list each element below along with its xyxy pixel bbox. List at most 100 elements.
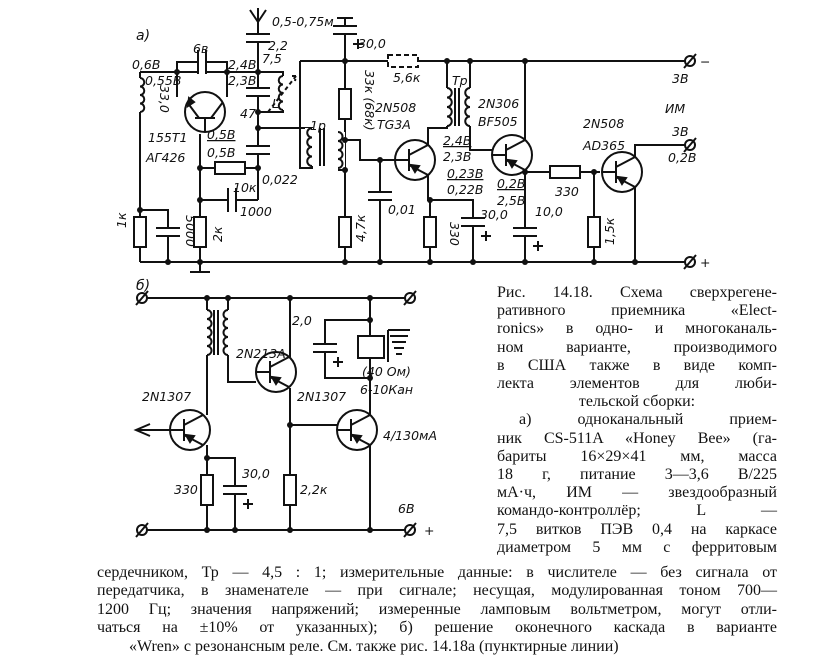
cap-001: 0,01 (388, 202, 416, 217)
antenna-icon (249, 8, 267, 24)
caption-line: передатчика, в знаменателе — при сигнале… (97, 582, 777, 600)
junction-dot (342, 58, 348, 64)
relay-channels: 6-10Кан (360, 382, 413, 397)
t5-name: 2N1307 (142, 389, 191, 404)
capacitor (367, 191, 393, 201)
v-out-1: 3В (672, 124, 689, 139)
junction-dot (377, 259, 383, 265)
junction-dot (591, 259, 597, 265)
junction-dot (255, 165, 261, 171)
emitter-arrow (506, 158, 518, 169)
t3-v-2: 2,5В (497, 193, 525, 208)
junction-dot (174, 69, 180, 75)
t3-name-1: 2N306 (478, 96, 519, 111)
terminal-minus-label: − (700, 54, 710, 69)
junction-dot (342, 259, 348, 265)
v-base-1: 0,5В (207, 127, 235, 142)
transistor-leads (170, 414, 204, 446)
osc-transistor-1: 155Т1 (148, 130, 187, 145)
junction-dot (255, 69, 261, 75)
junction-dot (165, 259, 171, 265)
terminal-slash (403, 522, 417, 538)
cap-1000: 1000 (240, 204, 272, 219)
cap-0022: 0,022 (262, 172, 298, 187)
v-supply-top: 3В (672, 71, 689, 86)
load-label: ИМ (665, 101, 685, 116)
capacitor (460, 217, 491, 241)
emitter-arrow (351, 433, 363, 444)
v-emitter-1: 0,6В (132, 57, 160, 72)
capacitor (312, 343, 343, 367)
terminal (403, 290, 417, 306)
t7-current: 4/130мА (383, 428, 437, 443)
tuning-arrow (267, 75, 298, 113)
emitter-arrow (616, 175, 628, 186)
capacitor-gap (198, 49, 206, 75)
transistor-leads (395, 144, 429, 176)
cap-supply: 30,0 (358, 36, 386, 51)
resistor (193, 216, 207, 248)
wire (289, 298, 337, 530)
transformer-tp: Тр (452, 73, 468, 88)
junction-dot (367, 527, 373, 533)
caption-line: бариты 16×29×41 мм, масса (497, 447, 777, 465)
res-330-b: 330 (555, 184, 579, 199)
wire (524, 61, 600, 262)
junction-dot (197, 259, 203, 265)
junction-dot (467, 58, 473, 64)
resistor (283, 474, 297, 506)
inductor-coil (222, 309, 229, 356)
transistor-symbol (601, 151, 643, 193)
t2-v-em-2: 0,22В (447, 182, 483, 197)
wire (634, 144, 690, 262)
cap-antenna-2: 7,5 (262, 51, 282, 66)
v-base-2: 0,5В (207, 145, 235, 160)
cap-5000: 5000 (183, 215, 198, 247)
caption-line: Рис. 14.18. Схема сверхрегене- (497, 284, 777, 301)
res-15k: 1,5к (602, 217, 617, 245)
emitter-arrow (409, 163, 421, 174)
terminal-slash (135, 290, 149, 306)
res-dashed: 5,6к (393, 70, 421, 85)
label-a: а) (136, 28, 150, 44)
junction-dot (632, 259, 638, 265)
transformer-core (454, 88, 460, 126)
t2-name-2: TG3A (377, 117, 411, 132)
junction-dot (444, 58, 450, 64)
capacitor-gap (512, 228, 538, 236)
t2-v-em-1: 0,23В (447, 166, 483, 181)
capacitor-gap (222, 486, 248, 494)
plus-sign (533, 241, 543, 251)
res-10k: 10к (233, 180, 257, 195)
t2-v-coll-2: 2,3В (443, 149, 471, 164)
terminal (683, 254, 697, 270)
caption-line: 18 г, питание 3—3,6 В/225 (497, 466, 777, 484)
capacitor-gap (245, 146, 271, 154)
resistor (423, 216, 437, 248)
terminal-plus-label: + (700, 255, 710, 270)
label-b: б) (136, 278, 150, 294)
caption-line: мА·ч, ИМ — звездообразный (497, 484, 777, 502)
t7-name: 2N1307 (297, 389, 346, 404)
capacitor-gap (245, 34, 271, 42)
transistor-leads (492, 139, 526, 171)
t3-v-1: 0,2В (497, 176, 525, 191)
capacitor-gap (228, 187, 236, 213)
junction-dot (224, 69, 230, 75)
capacitor (245, 145, 271, 155)
junction-dot (255, 125, 261, 131)
caption-line: ник CS-511A «Honey Bee» (га- (497, 429, 777, 447)
junction-dot (287, 295, 293, 301)
transformer-core (213, 310, 219, 355)
terminal (403, 522, 417, 538)
junction-dot (367, 317, 373, 323)
cap-feedback: 6в (193, 41, 208, 56)
junction-dot (204, 527, 210, 533)
relay-reed-comb-icon (387, 329, 410, 362)
caption-line: 7,5 витков ПЭВ 0,4 на каркасе (497, 520, 777, 538)
transformer-core (319, 128, 325, 166)
emitter-arrow (184, 433, 196, 444)
terminal (683, 137, 697, 153)
wire (176, 72, 228, 97)
transistor-symbol (169, 409, 211, 451)
